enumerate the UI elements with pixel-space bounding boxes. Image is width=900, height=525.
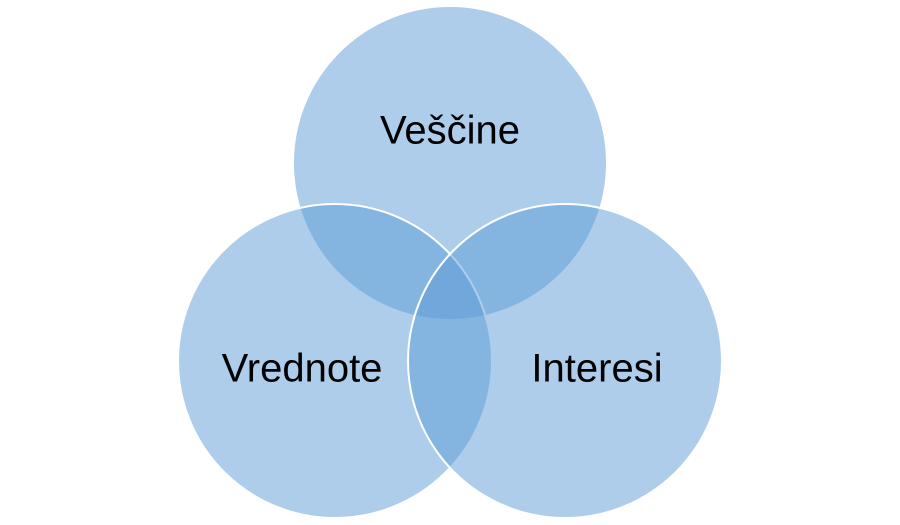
venn-circles xyxy=(177,5,723,519)
venn-circle-right xyxy=(407,203,723,519)
venn-label-right: Interesi xyxy=(531,347,662,391)
venn-labels: Veščine Vrednote Interesi xyxy=(222,109,663,391)
venn-label-top: Veščine xyxy=(380,109,520,153)
venn-label-left: Vrednote xyxy=(222,347,383,391)
